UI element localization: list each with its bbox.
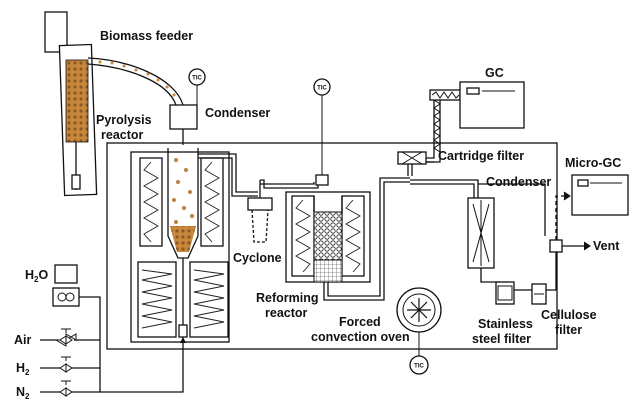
label-pyrolysis-2: reactor [101,128,144,142]
gas-valve-nitrogen [40,380,100,397]
reforming-reactor [285,174,371,283]
convection-fan: TIC [396,287,442,375]
tic-pyrolysis: TIC [188,68,206,108]
micro-gc-link [555,195,568,240]
label-cellulose-2: filter [555,323,582,337]
feed-chute [87,57,184,106]
feed-particles [98,60,176,97]
label-reforming-1: Reforming [256,291,319,305]
label-cyclone: Cyclone [233,251,282,265]
svg-text:TIC: TIC [192,76,202,82]
label-hydrogen: H2 [16,361,30,377]
label-condenser-top: Condenser [205,106,270,120]
label-biomass-feeder: Biomass feeder [100,29,193,43]
label-cellulose-1: Cellulose [541,308,597,322]
pyrolysis-reactor [130,148,230,343]
svg-text:TIC: TIC [317,86,327,92]
label-reforming-2: reactor [265,306,308,320]
label-stainless-2: steel filter [472,332,531,346]
stainless-steel-filter [495,281,515,305]
label-forced-1: Forced [339,315,381,329]
cellulose-filter [531,283,547,305]
label-forced-2: convection oven [311,330,410,344]
label-nitrogen: N2 [16,385,30,400]
cyclone [247,180,273,243]
gas-valve-air [40,328,100,347]
gc-instrument [459,81,525,129]
label-condenser-right: Condenser [486,175,551,189]
gas-valve-hydrogen [40,356,100,373]
svg-text:TIC: TIC [414,364,424,370]
biomass-feeder [44,11,98,197]
label-micro-gc: Micro-GC [565,156,621,170]
label-vent: Vent [593,239,620,253]
label-air: Air [14,333,32,347]
micro-gc-instrument [571,174,629,216]
pipe-pyro-cyclone [198,157,258,197]
condenser-top [169,104,198,130]
condenser-right [467,197,495,269]
label-pyrolysis-1: Pyrolysis [96,113,152,127]
tic-reforming: TIC [313,78,331,175]
label-cartridge-filter: Cartridge filter [438,149,524,163]
pipe-reformer-outlet [327,177,410,297]
label-water: H2O [25,268,48,284]
label-stainless-1: Stainless [478,317,533,331]
label-gc: GC [485,66,504,80]
